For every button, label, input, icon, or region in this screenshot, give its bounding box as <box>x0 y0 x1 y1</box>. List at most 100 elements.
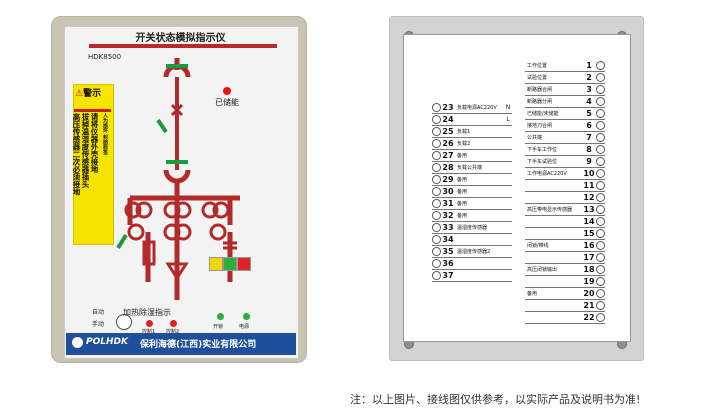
company-name: 保利海德(江西)实业有限公司 <box>140 340 257 350</box>
terminal-label: 接地刀合闸 <box>527 123 553 129</box>
terminal-screw-icon <box>432 271 441 280</box>
terminal-label: 断路器分闸 <box>527 99 553 105</box>
terminal-screw-icon <box>596 145 605 154</box>
terminal-number: 37 <box>442 271 454 280</box>
terminal-label: 试验位置 <box>527 75 548 81</box>
terminal-screw-icon <box>596 289 605 298</box>
terminal-row: 36 <box>432 258 512 270</box>
terminal-number: 1 <box>586 61 592 70</box>
terminal-number: 31 <box>442 199 454 208</box>
terminal-label: 备用 <box>457 213 468 219</box>
terminal-screw-icon <box>596 133 605 142</box>
terminal-number: 16 <box>583 241 595 250</box>
terminal-label: 断路器合闸 <box>527 87 553 93</box>
terminal-label: 负载公共端 <box>457 165 483 171</box>
terminal-label: 工作位置 <box>527 63 548 69</box>
terminal-screw-icon <box>596 313 605 322</box>
terminal-number: 22 <box>583 313 595 322</box>
terminal-label: 备用 <box>457 189 468 195</box>
terminal-label: 公共端 <box>527 135 543 141</box>
terminal-row: 21 <box>525 300 605 312</box>
terminal-screw-icon <box>432 163 441 172</box>
power-led <box>243 313 250 320</box>
terminal-number: 17 <box>583 253 595 262</box>
terminal-screw-icon <box>432 127 441 136</box>
terminal-label: 负载1 <box>457 129 471 135</box>
terminal-row: 公共端 7 <box>525 132 605 144</box>
model-label: HDK8500 <box>88 53 122 61</box>
terminal-screw-icon <box>596 169 605 178</box>
warning-line-4: 高压传感器二次必须接地 <box>72 113 81 196</box>
terminal-number: 15 <box>583 229 595 238</box>
terminal-label: 下手车工作位 <box>527 147 558 153</box>
terminal-screw-icon <box>596 73 605 82</box>
terminal-screw-icon <box>596 241 605 250</box>
terminal-screw-icon <box>432 103 441 112</box>
terminal-number: 18 <box>583 265 595 274</box>
terminal-screw-icon <box>596 277 605 286</box>
terminal-screw-icon <box>596 121 605 130</box>
terminal-mark: N <box>505 104 511 111</box>
terminal-number: 2 <box>586 73 592 82</box>
terminal-label: 备用 <box>527 291 538 297</box>
terminal-number: 13 <box>583 205 595 214</box>
footnote: 注：以上图片、接线图仅供参考，以实际产品及说明书为准! <box>350 393 641 406</box>
terminal-screw-icon <box>432 151 441 160</box>
switch-on-label: 开锁 <box>213 324 224 330</box>
control1-led <box>146 320 153 327</box>
terminal-screw-icon <box>432 115 441 124</box>
terminal-label: 下手车试验位 <box>527 159 558 165</box>
terminal-screw-icon <box>432 175 441 184</box>
stored-energy-led <box>223 87 231 95</box>
terminal-screw-icon <box>596 157 605 166</box>
power-label: 电源 <box>239 324 250 330</box>
terminal-row: 15 <box>525 228 605 240</box>
title-underline <box>89 44 277 48</box>
terminal-number: 14 <box>583 217 595 226</box>
terminal-number: 7 <box>586 133 592 142</box>
terminal-screw-icon <box>596 61 605 70</box>
terminal-screw-icon <box>596 265 605 274</box>
terminal-number: 8 <box>586 145 592 154</box>
warning-line-1: 人为损坏 封面标签 <box>102 113 108 155</box>
warning-line-2: 请将仪器外壳接地 <box>90 113 99 173</box>
warning-icon: ⚠ <box>75 89 84 99</box>
terminal-screw-icon <box>432 247 441 256</box>
terminal-number: 12 <box>583 193 595 202</box>
terminal-number: 34 <box>442 235 454 244</box>
terminal-number: 33 <box>442 223 454 232</box>
terminal-row: 14 <box>525 216 605 228</box>
auto-manual-selector[interactable] <box>116 314 132 330</box>
terminal-label: 闭锁/带线 <box>527 243 549 249</box>
terminal-number: 35 <box>442 247 454 256</box>
brand-logo-text: POLHDK <box>86 337 128 347</box>
terminal-number: 11 <box>583 181 595 190</box>
switch-on-led <box>217 313 224 320</box>
terminal-label: 温湿度传感器 <box>457 225 488 231</box>
heating-title: 加热除湿指示 <box>123 308 171 317</box>
terminal-screw-icon <box>432 223 441 232</box>
manual-label: 手动 <box>92 321 105 328</box>
live-led-red <box>237 257 251 271</box>
terminal-row: 下手车工作位 8 <box>525 144 605 156</box>
warning-line-3: 拔掉温湿度传感器插头 <box>81 113 90 188</box>
terminal-mark: L <box>506 116 510 123</box>
terminal-screw-icon <box>596 109 605 118</box>
terminal-screw-icon <box>596 205 605 214</box>
terminal-label: 高压带电显示传感器 <box>527 207 573 213</box>
terminal-number: 36 <box>442 259 454 268</box>
terminal-number: 25 <box>442 127 454 136</box>
terminal-label: 温湿度传感器2 <box>457 249 491 255</box>
terminal-row: 37 <box>432 270 512 282</box>
terminal-number: 5 <box>586 109 592 118</box>
terminal-row: 34 <box>432 234 512 246</box>
